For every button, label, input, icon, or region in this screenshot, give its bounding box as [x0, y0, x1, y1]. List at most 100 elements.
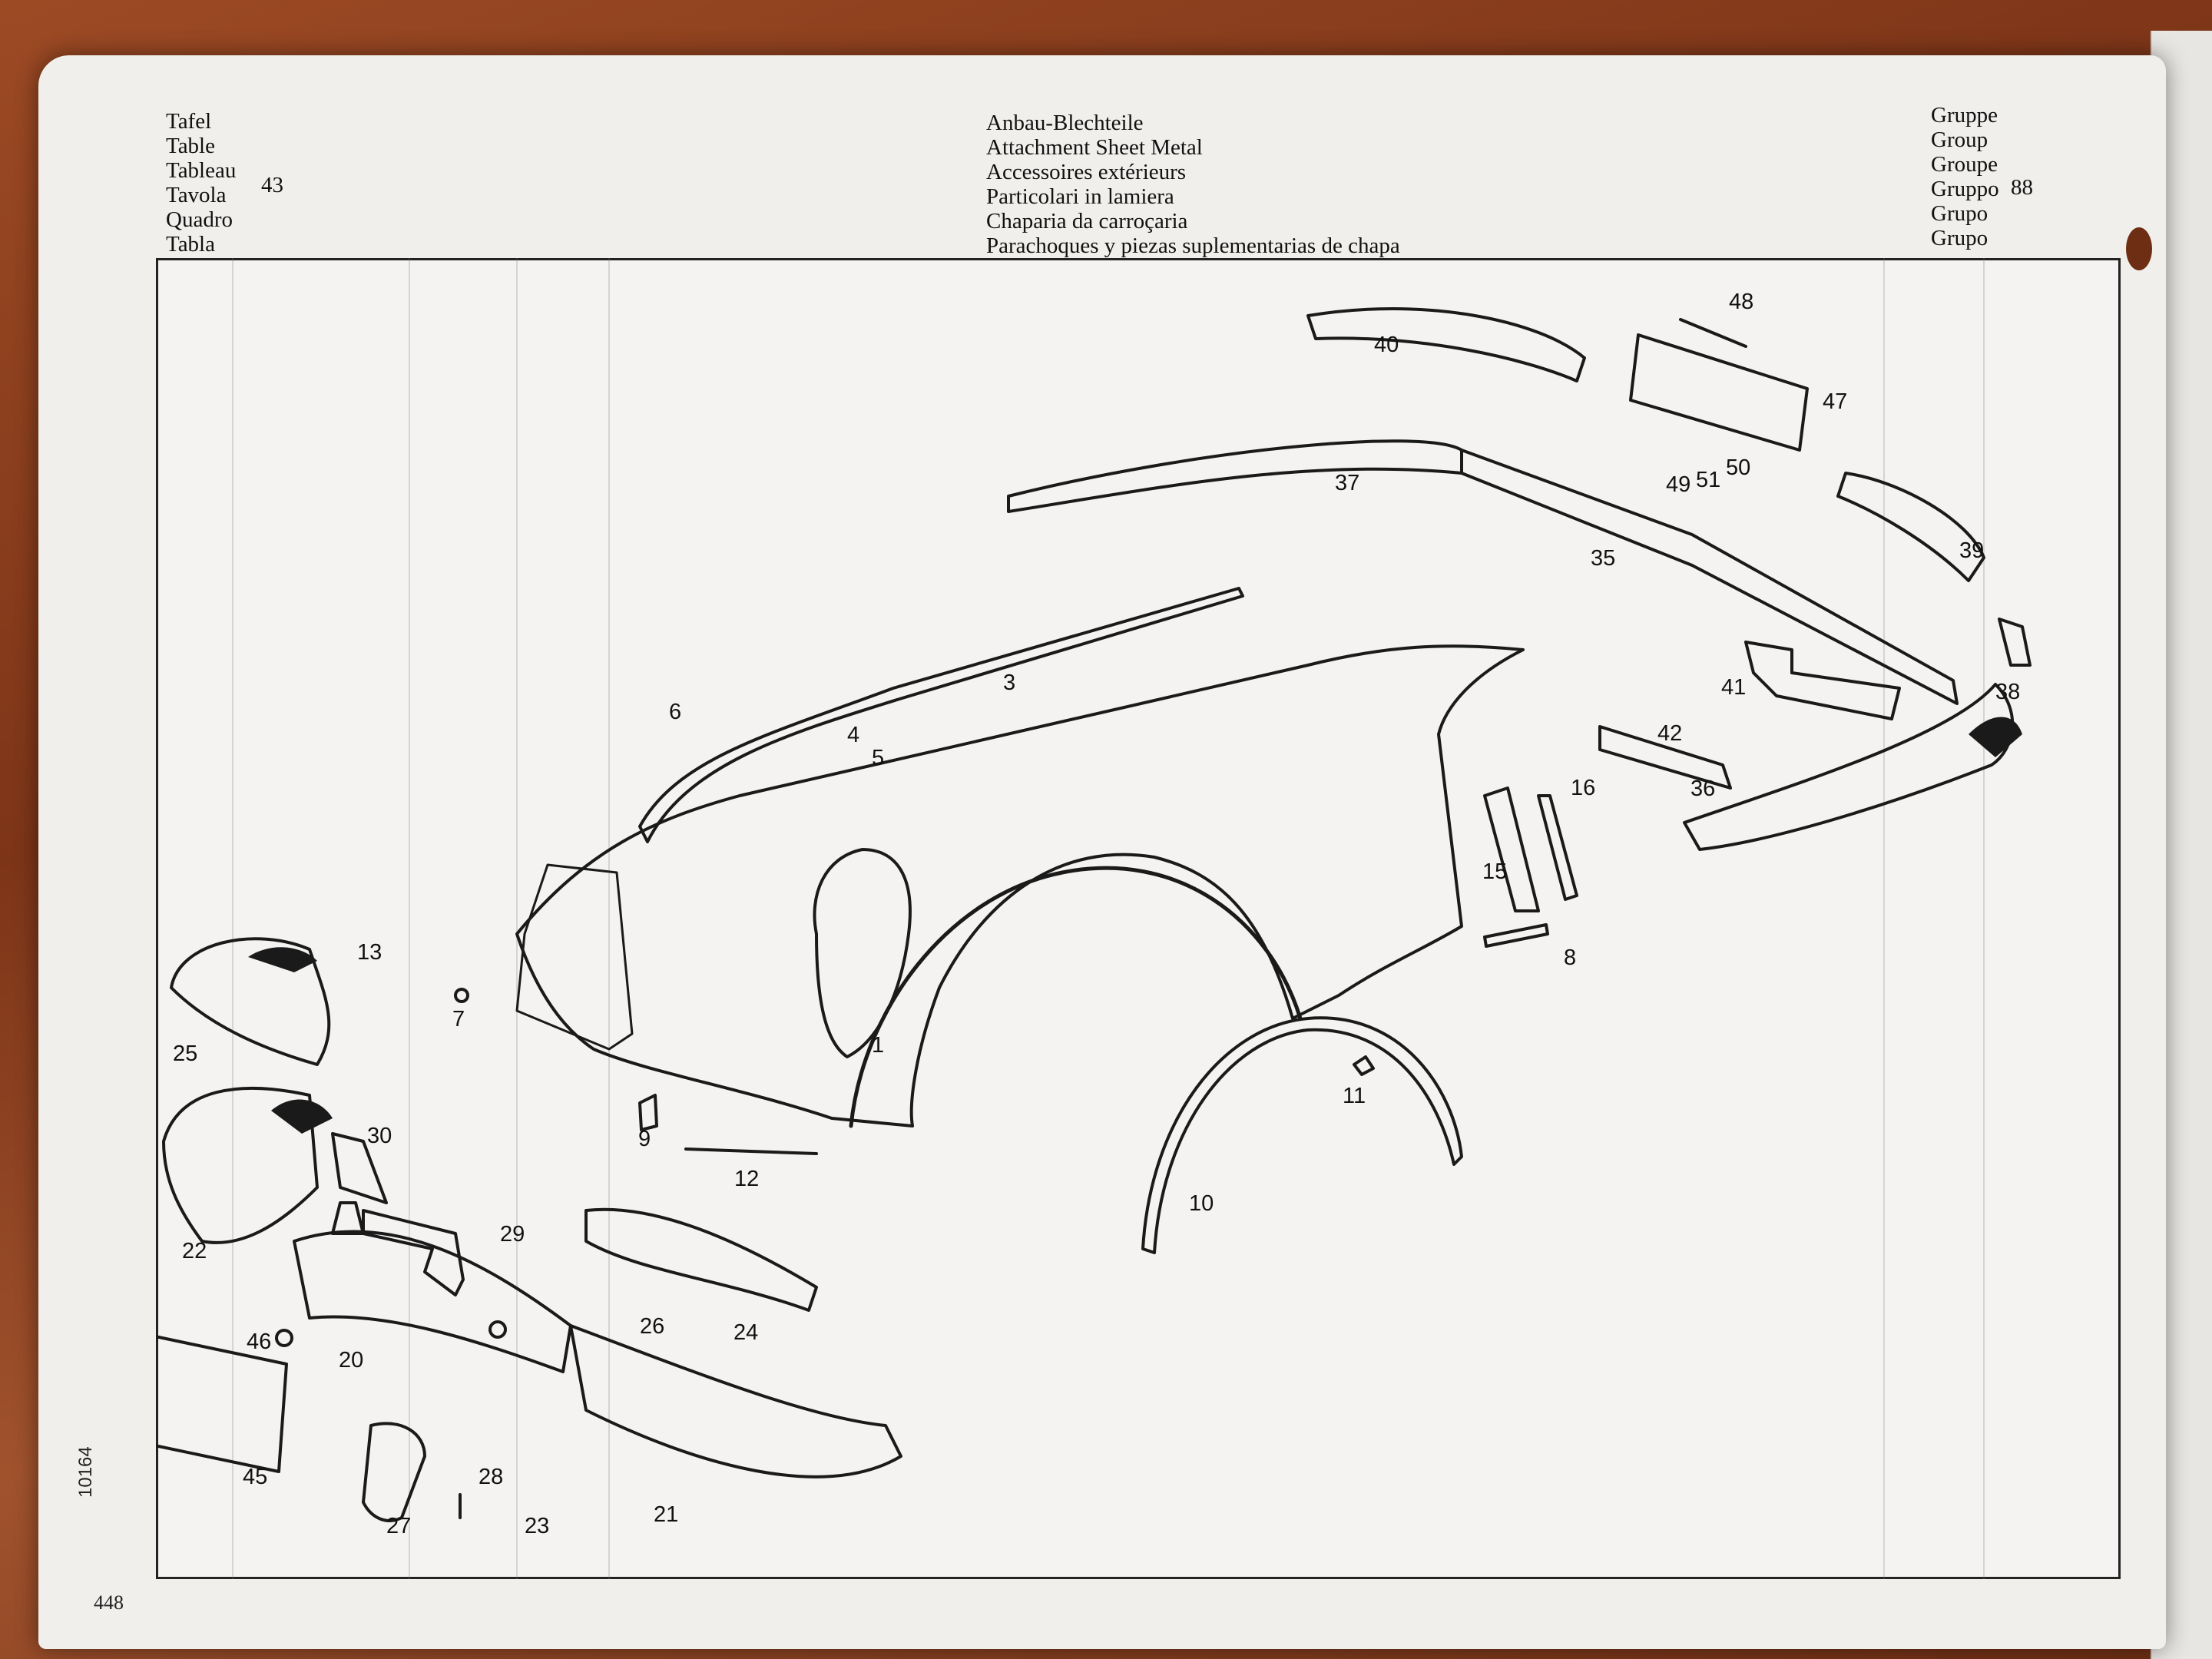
- bumper-40-part: [1306, 307, 1586, 382]
- table-label: Quadro: [166, 207, 233, 232]
- bumper-22-part: [162, 1086, 319, 1244]
- group-label: Grupo: [1931, 226, 1988, 250]
- group-label: Groupe: [1931, 152, 1998, 177]
- group-label: Gruppo: [1931, 177, 1999, 201]
- rod-part: [684, 1147, 818, 1155]
- clip-7: [454, 988, 469, 1003]
- callout-label: 12: [734, 1167, 759, 1191]
- bracket-29-part: [362, 1209, 465, 1296]
- table-label: Tavola: [166, 183, 227, 207]
- callout-labels: 1 3 4 5 6 7 8 9 10 11 12 13 15 16 20 21 …: [173, 290, 2020, 1538]
- plate-45-part: [156, 1335, 288, 1473]
- callout-label: 48: [1729, 290, 1753, 314]
- guard-27-part: [362, 1422, 426, 1522]
- washer-26: [488, 1320, 507, 1339]
- wheel-arch-moulding-part: [1141, 1016, 1463, 1254]
- small-bracket-9: [638, 1094, 658, 1131]
- callout-label: 4: [847, 723, 859, 747]
- callout-label: 40: [1374, 333, 1399, 357]
- small-bracket-11: [1353, 1055, 1375, 1076]
- section-title: Chaparia da carroçaria: [986, 209, 1188, 233]
- table-label: Tabla: [166, 232, 215, 257]
- callout-label: 1: [872, 1033, 884, 1058]
- exploded-parts-diagram: 1 3 4 5 6 7 8 9 10 11 12 13 15 16 20 21 …: [156, 258, 2032, 1579]
- group-label: Gruppe: [1931, 103, 1998, 127]
- callout-label: 47: [1823, 389, 1847, 414]
- page-number: 448: [94, 1591, 124, 1614]
- callout-label: 11: [1343, 1084, 1366, 1108]
- callout-label: 8: [1564, 945, 1576, 970]
- dark-shading: [248, 717, 2022, 1134]
- table-label: Tableau: [166, 158, 237, 183]
- plate-47-part: [1629, 333, 1809, 452]
- callout-label: 5: [872, 746, 884, 770]
- fender-inner-lip: [813, 848, 912, 1058]
- callout-label: 28: [478, 1465, 503, 1489]
- section-title: Attachment Sheet Metal: [986, 135, 1203, 160]
- bracket-41-part: [1744, 641, 1901, 720]
- wheel-arch-part: [849, 866, 1303, 1128]
- table-number: 43: [261, 173, 283, 197]
- callout-label: 37: [1335, 471, 1359, 495]
- callout-label: 36: [1690, 777, 1715, 801]
- group-label: Group: [1931, 127, 1988, 152]
- callout-label: 16: [1571, 776, 1595, 800]
- callout-label: 30: [367, 1124, 392, 1148]
- callout-label: 38: [1995, 680, 2020, 704]
- section-title: Parachoques y piezas suplementarias de c…: [986, 233, 1400, 258]
- rubber-strip-part: [1483, 923, 1549, 948]
- table-label: Tafel: [166, 109, 212, 134]
- nut-46: [275, 1329, 293, 1347]
- diagram-frame: [156, 258, 2121, 1579]
- group-number: 88: [2011, 175, 2033, 200]
- callout-label: 46: [247, 1330, 271, 1354]
- callout-label: 49: [1666, 472, 1690, 497]
- callout-label: 20: [339, 1348, 363, 1373]
- section-title-column: Anbau-Blechteile Attachment Sheet Metal …: [986, 111, 1400, 258]
- callout-label: 51: [1696, 468, 1720, 492]
- fender-strip-part: [638, 587, 1244, 843]
- bracket-38-part: [1998, 618, 2032, 667]
- callout-label: 25: [173, 1041, 197, 1066]
- group-label: Grupo: [1931, 201, 1988, 226]
- rail-48-part: [1679, 318, 1747, 348]
- callout-label: 22: [182, 1239, 207, 1263]
- pillar-trim-15: [1483, 786, 1540, 912]
- table-label: Table: [166, 134, 215, 158]
- callout-label: 7: [452, 1007, 465, 1031]
- callout-label: 27: [386, 1514, 411, 1538]
- bumper-21-part: [569, 1324, 902, 1479]
- bracket-42-part: [1598, 725, 1732, 790]
- table-label-column: Tafel Table Tableau Tavola Quadro Tabla: [166, 109, 236, 257]
- bumper-25-part: [170, 937, 331, 1066]
- callout-label: 35: [1591, 546, 1615, 571]
- callout-label: 3: [1003, 671, 1015, 695]
- bumper-39-part: [1836, 472, 1985, 582]
- callout-label: 26: [640, 1314, 664, 1339]
- group-label-column: Gruppe Group Groupe Gruppo Grupo Grupo: [1931, 103, 1999, 250]
- small-bracket-13: [331, 1201, 365, 1235]
- fender-front-flange: [515, 863, 634, 1051]
- bumper-37-part: [1007, 439, 1463, 513]
- section-title: Particolari in lamiera: [986, 184, 1174, 209]
- section-title: Anbau-Blechteile: [986, 111, 1144, 135]
- side-code: 10164: [75, 1446, 96, 1498]
- overrider-24-part: [584, 1207, 818, 1312]
- bleed-through-grid: [232, 258, 1985, 1579]
- callout-label: 23: [525, 1514, 549, 1538]
- callout-label: 13: [357, 940, 382, 965]
- callout-label: 41: [1721, 675, 1746, 700]
- bracket-30-part: [331, 1132, 388, 1204]
- binder-hole: [2126, 227, 2152, 270]
- bumper-35-part: [1460, 449, 1959, 705]
- callout-label: 29: [500, 1222, 525, 1247]
- callout-label: 15: [1482, 859, 1507, 884]
- callout-label: 39: [1959, 538, 1984, 563]
- callout-label: 6: [669, 700, 681, 724]
- callout-label: 10: [1189, 1191, 1214, 1216]
- callout-label: 42: [1657, 721, 1682, 746]
- front-fender-part: [515, 644, 1525, 1128]
- callout-label: 45: [243, 1465, 267, 1489]
- pillar-trim-16: [1537, 794, 1578, 901]
- callout-label: 21: [654, 1502, 678, 1527]
